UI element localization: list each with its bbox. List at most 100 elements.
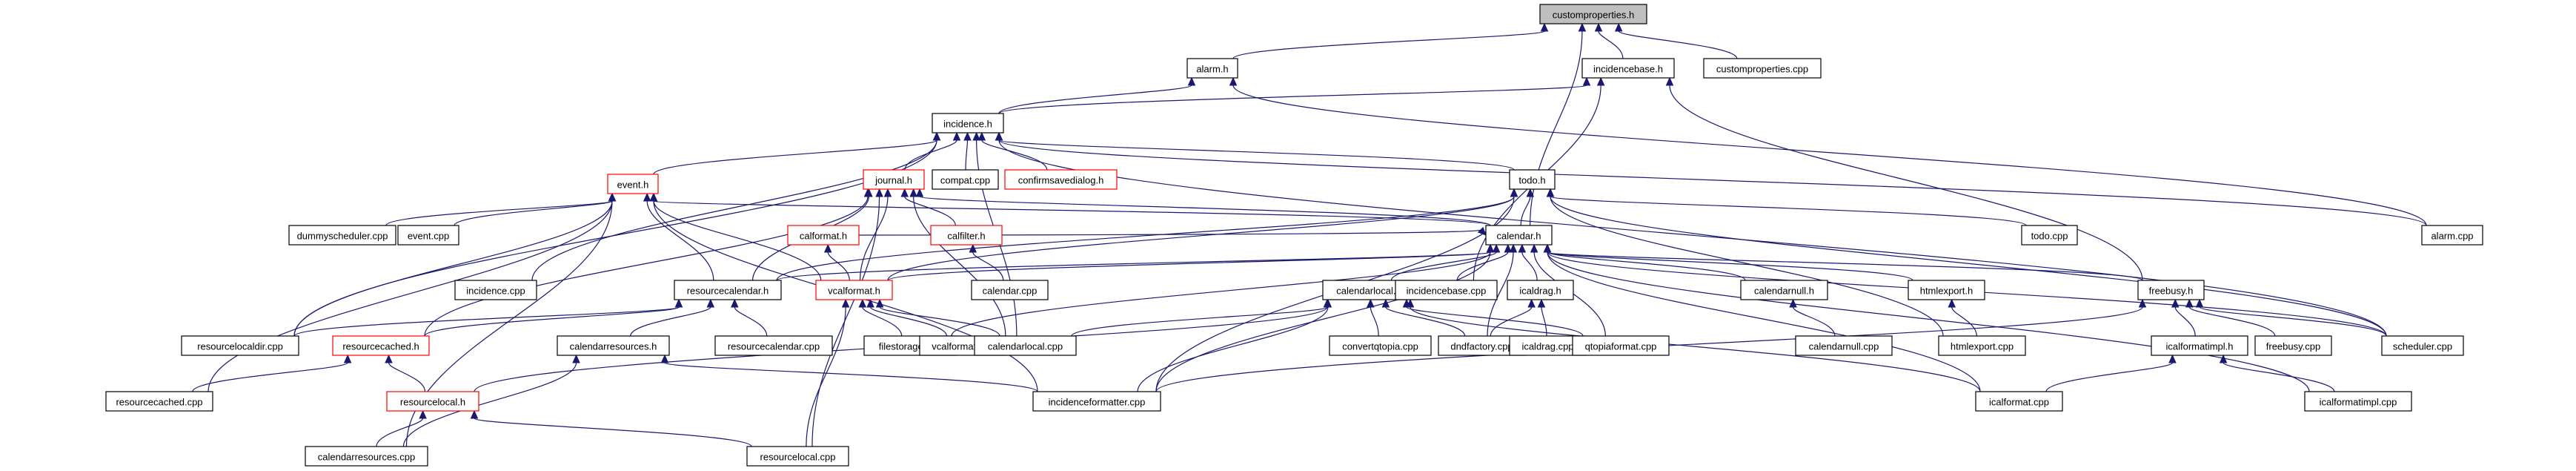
node-box[interactable] — [607, 174, 659, 194]
node-calendar-h[interactable]: calendar.h — [1485, 225, 1553, 246]
node-freebusy-cpp[interactable]: freebusy.cpp — [2254, 335, 2332, 356]
node-event-cpp[interactable]: event.cpp — [397, 225, 459, 246]
node-box[interactable] — [1539, 4, 1647, 24]
node-calendarnull-h[interactable]: calendarnull.h — [1740, 280, 1828, 300]
node-box[interactable] — [1032, 391, 1161, 412]
node-convertqtopia-cpp[interactable]: convertqtopia.cpp — [1329, 335, 1432, 356]
node-alarm-h[interactable]: alarm.h — [1186, 58, 1238, 79]
node-box[interactable] — [2254, 335, 2332, 356]
node-resourcelocal-h[interactable]: resourcelocal.h — [386, 391, 479, 412]
node-box[interactable] — [1703, 58, 1822, 79]
node-box[interactable] — [2304, 391, 2412, 412]
node-todo-cpp[interactable]: todo.cpp — [2021, 225, 2078, 246]
node-box[interactable] — [674, 280, 782, 300]
node-resourcecalendar-cpp[interactable]: resourcecalendar.cpp — [714, 335, 833, 356]
node-confirmsavedialog-h[interactable]: confirmsavedialog.h — [1004, 169, 1118, 190]
node-box[interactable] — [1509, 169, 1556, 190]
node-box[interactable] — [971, 280, 1049, 300]
node-resourcecalendar-h[interactable]: resourcecalendar.h — [674, 280, 782, 300]
node-incidence-cpp[interactable]: incidence.cpp — [454, 280, 537, 300]
node-box[interactable] — [1329, 335, 1432, 356]
node-box[interactable] — [1507, 280, 1574, 300]
node-box[interactable] — [1004, 169, 1118, 190]
arrowhead-icon — [1948, 298, 1956, 308]
arrowhead-icon — [1229, 76, 1238, 86]
node-box[interactable] — [1938, 335, 2026, 356]
edge-line — [1547, 251, 2143, 281]
node-box[interactable] — [930, 225, 1003, 246]
node-todo-h[interactable]: todo.h — [1509, 169, 1556, 190]
node-box[interactable] — [974, 335, 1077, 356]
node-journal-h[interactable]: journal.h — [863, 169, 925, 190]
node-box[interactable] — [714, 335, 833, 356]
edge-dndfactory-cpp-to-icaldrag-h — [1490, 298, 1536, 337]
node-resourcelocal-cpp[interactable]: resourcelocal.cpp — [746, 446, 849, 467]
node-box[interactable] — [2151, 335, 2248, 356]
node-icalformatimpl-cpp[interactable]: icalformatimpl.cpp — [2304, 391, 2412, 412]
node-calendarlocal-cpp[interactable]: calendarlocal.cpp — [974, 335, 1077, 356]
arrowhead-icon — [1518, 243, 1527, 253]
node-event-h[interactable]: event.h — [607, 174, 659, 194]
node-box[interactable] — [1975, 391, 2063, 412]
node-label: icalformat.cpp — [1989, 397, 2049, 408]
node-label: icaldrag.cpp — [1521, 341, 1573, 352]
node-box[interactable] — [2137, 280, 2205, 300]
edge-line — [1669, 85, 2143, 281]
node-box[interactable] — [2381, 335, 2464, 356]
node-calendarresources-h[interactable]: calendarresources.h — [557, 335, 670, 356]
node-box[interactable] — [1581, 58, 1675, 79]
node-scheduler-cpp[interactable]: scheduler.cpp — [2381, 335, 2464, 356]
node-box[interactable] — [1908, 280, 1985, 300]
node-calendarnull-cpp[interactable]: calendarnull.cpp — [1795, 335, 1893, 356]
node-vcalformat-h[interactable]: vcalformat.h — [815, 280, 893, 300]
node-customproperties-h[interactable]: customproperties.h — [1539, 4, 1647, 24]
node-box[interactable] — [105, 391, 213, 412]
node-box[interactable] — [332, 335, 430, 356]
node-icaldrag-h[interactable]: icaldrag.h — [1507, 280, 1574, 300]
node-calendarresources-cpp[interactable]: calendarresources.cpp — [305, 446, 428, 467]
node-box[interactable] — [288, 225, 396, 246]
node-dummyscheduler-cpp[interactable]: dummyscheduler.cpp — [288, 225, 396, 246]
node-box[interactable] — [454, 280, 537, 300]
node-box[interactable] — [787, 225, 860, 246]
node-icalformat-cpp[interactable]: icalformat.cpp — [1975, 391, 2063, 412]
node-box[interactable] — [181, 335, 299, 356]
node-resourcecached-h[interactable]: resourcecached.h — [332, 335, 430, 356]
node-customproperties-cpp[interactable]: customproperties.cpp — [1703, 58, 1822, 79]
node-compat-cpp[interactable]: compat.cpp — [932, 169, 999, 190]
node-box[interactable] — [932, 113, 1004, 134]
node-resourcecached-cpp[interactable]: resourcecached.cpp — [105, 391, 213, 412]
node-box[interactable] — [557, 335, 670, 356]
node-calfilter-h[interactable]: calfilter.h — [930, 225, 1003, 246]
node-alarm-cpp[interactable]: alarm.cpp — [2421, 225, 2483, 246]
node-incidencebase-cpp[interactable]: incidencebase.cpp — [1395, 280, 1498, 300]
node-qtopiaformat-cpp[interactable]: qtopiaformat.cpp — [1572, 335, 1670, 356]
edge-resourcelocal-cpp-to-journal-h — [811, 188, 883, 447]
node-resourcelocaldir-cpp[interactable]: resourcelocaldir.cpp — [181, 335, 299, 356]
node-incidencebase-h[interactable]: incidencebase.h — [1581, 58, 1675, 79]
node-incidence-h[interactable]: incidence.h — [932, 113, 1004, 134]
node-box[interactable] — [1485, 225, 1553, 246]
node-calendar-cpp[interactable]: calendar.cpp — [971, 280, 1049, 300]
node-box[interactable] — [397, 225, 459, 246]
node-box[interactable] — [932, 169, 999, 190]
node-box[interactable] — [1395, 280, 1498, 300]
node-box[interactable] — [305, 446, 428, 467]
node-box[interactable] — [1740, 280, 1828, 300]
node-box[interactable] — [1572, 335, 1670, 356]
node-incidenceformatter-cpp[interactable]: incidenceformatter.cpp — [1032, 391, 1161, 412]
node-htmlexport-h[interactable]: htmlexport.h — [1908, 280, 1985, 300]
node-box[interactable] — [1795, 335, 1893, 356]
node-box[interactable] — [1186, 58, 1238, 79]
node-calformat-h[interactable]: calformat.h — [787, 225, 860, 246]
node-box[interactable] — [863, 169, 925, 190]
node-icalformatimpl-h[interactable]: icalformatimpl.h — [2151, 335, 2248, 356]
node-box[interactable] — [2021, 225, 2078, 246]
node-box[interactable] — [746, 446, 849, 467]
node-box[interactable] — [386, 391, 479, 412]
node-freebusy-h[interactable]: freebusy.h — [2137, 280, 2205, 300]
node-box[interactable] — [815, 280, 893, 300]
node-htmlexport-cpp[interactable]: htmlexport.cpp — [1938, 335, 2026, 356]
node-box[interactable] — [2421, 225, 2483, 246]
edge-line — [1547, 251, 1981, 392]
